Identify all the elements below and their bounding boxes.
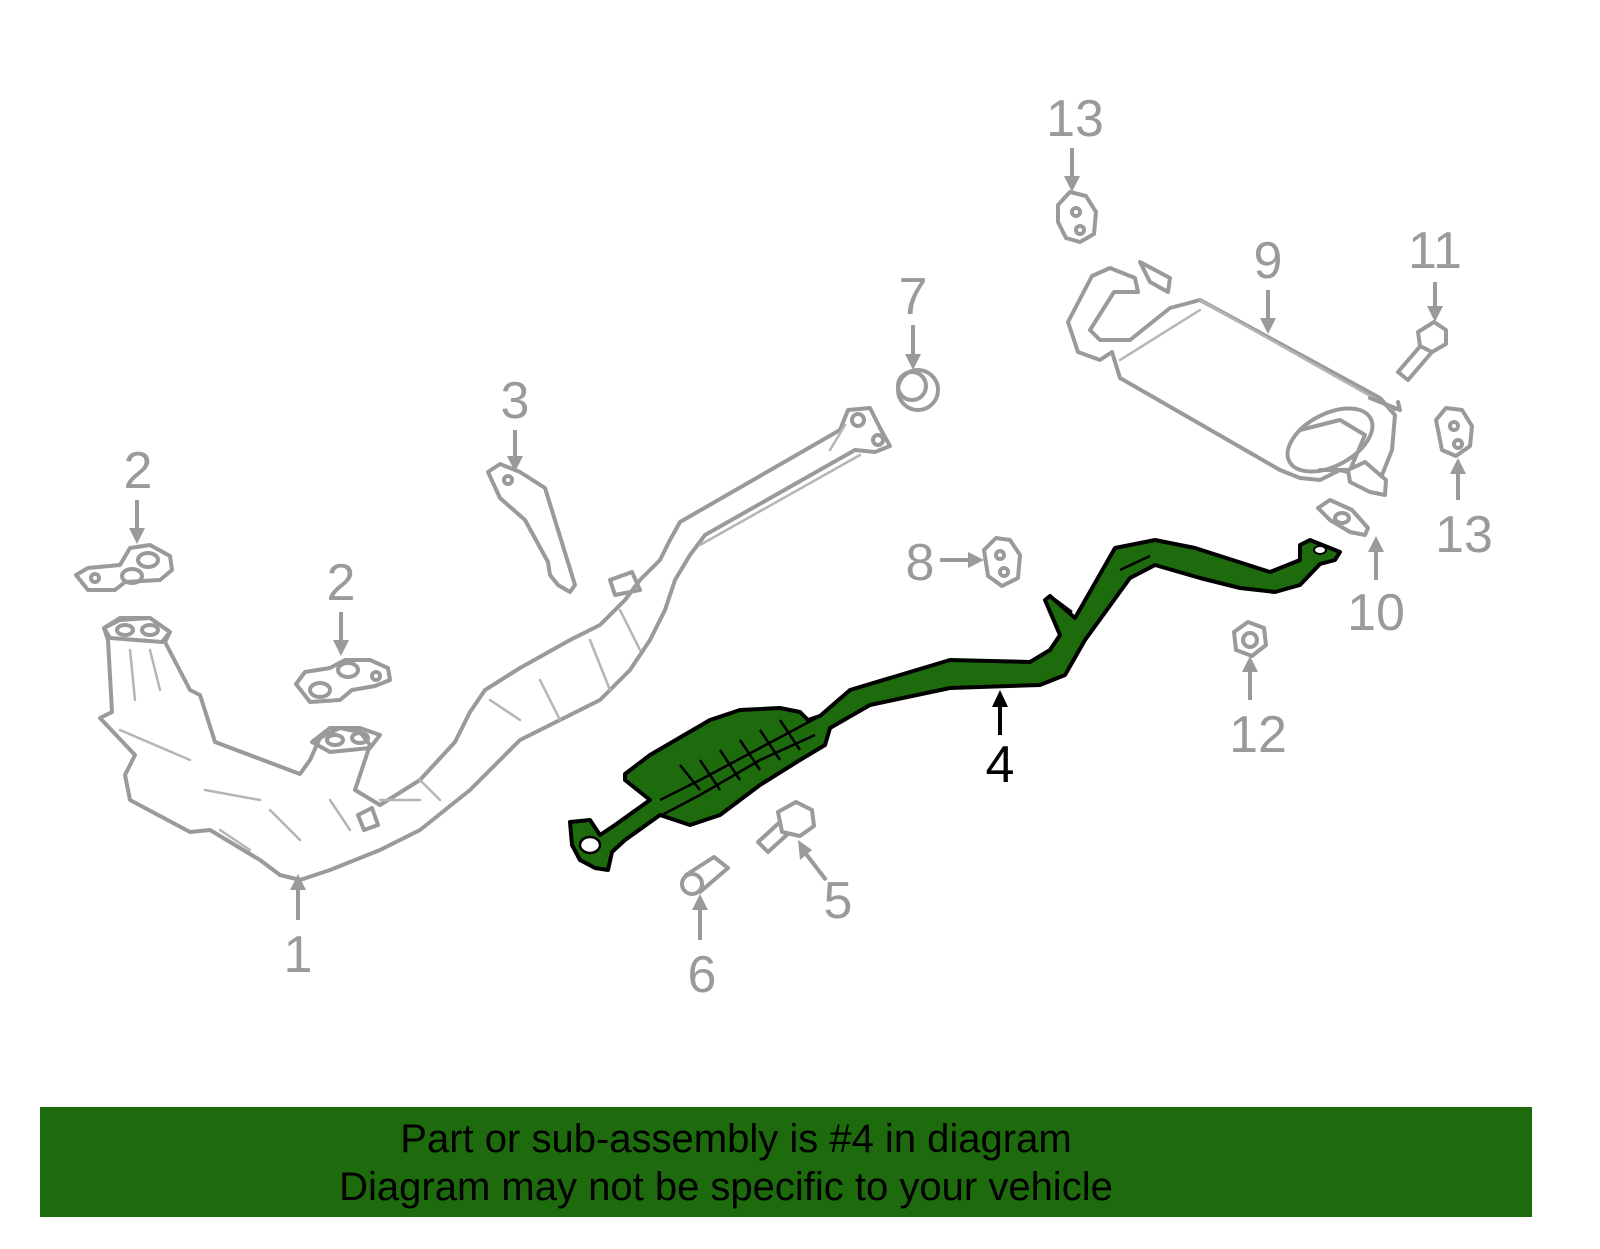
part-7-seal-ring[interactable]	[896, 368, 940, 412]
callout-12: 12	[1229, 706, 1287, 764]
part-2-gasket-left[interactable]	[74, 543, 174, 592]
part-9-muffler[interactable]	[1066, 260, 1402, 497]
callout-6: 6	[688, 946, 717, 1004]
callout-1: 1	[284, 926, 313, 984]
part-6-stud[interactable]	[680, 855, 730, 896]
part-5-bolt[interactable]	[756, 800, 816, 854]
callout-2-left: 2	[124, 442, 153, 500]
part-11-bolt[interactable]	[1396, 320, 1448, 382]
part-3-bracket[interactable]	[486, 462, 577, 594]
info-banner: Part or sub-assembly is #4 in diagram Di…	[40, 1107, 1532, 1217]
callout-3: 3	[501, 372, 530, 430]
part-2-gasket-right[interactable]	[294, 658, 392, 704]
banner-line-part-note: Part or sub-assembly is #4 in diagram	[400, 1117, 1072, 1161]
callout-8: 8	[906, 534, 935, 592]
part-1-front-exhaust-pipe[interactable]	[98, 406, 892, 882]
callout-13-right: 13	[1435, 506, 1493, 564]
callout-5: 5	[824, 872, 853, 930]
callout-9: 9	[1254, 232, 1283, 290]
callout-arrows	[129, 148, 1466, 940]
part-4-catalytic-converter-pipe[interactable]	[568, 538, 1342, 872]
callout-10: 10	[1347, 584, 1405, 642]
banner-line-disclaimer: Diagram may not be specific to your vehi…	[339, 1165, 1113, 1209]
part-10-gasket[interactable]	[1316, 498, 1370, 537]
callout-2-right: 2	[327, 554, 356, 612]
callout-13-top: 13	[1046, 90, 1104, 148]
callout-4: 4	[986, 736, 1015, 794]
part-12-nut[interactable]	[1232, 620, 1268, 658]
part-13-insulator-right[interactable]	[1434, 406, 1474, 458]
part-13-insulator-top[interactable]	[1056, 190, 1098, 244]
part-8-insulator[interactable]	[982, 536, 1022, 588]
callout-7: 7	[899, 268, 928, 326]
callout-11: 11	[1408, 222, 1462, 280]
callout-labels: 1 2 2 3 4 5 6 7 8 9 10 11 12 13 13	[124, 90, 1493, 1004]
